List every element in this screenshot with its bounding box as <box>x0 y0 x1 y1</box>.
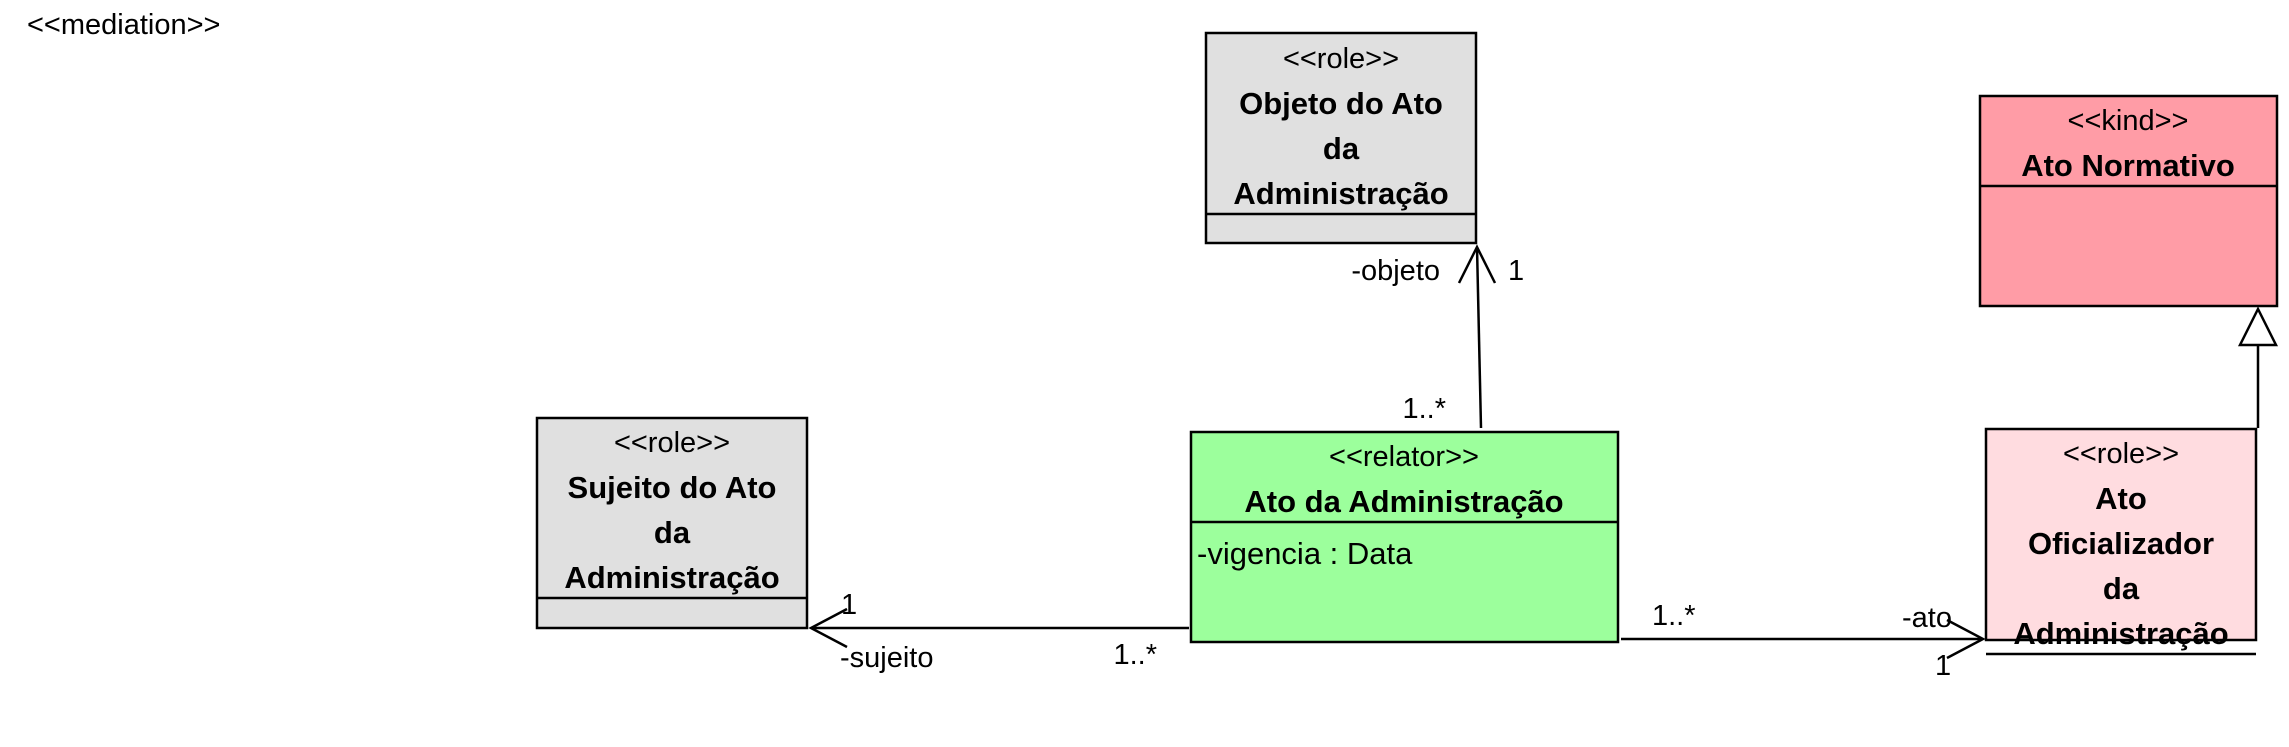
class-box <box>535 416 809 630</box>
class-objeto-do-ato[interactable]: <<role>> Objeto do Ato da Administração <box>1204 31 1478 245</box>
role-label: -sujeito <box>840 642 934 674</box>
multiplicity-source: 1..* <box>1113 639 1157 671</box>
multiplicity-source: 1..* <box>1402 393 1446 425</box>
arrow-head-icon <box>1946 618 1986 660</box>
multiplicity-source: 1..* <box>1652 600 1696 632</box>
class-ato-normativo[interactable]: <<kind>> Ato Normativo <box>1978 94 2279 308</box>
class-box <box>1984 427 2258 642</box>
association-line <box>1475 246 1483 429</box>
association-sujeito[interactable]: 1 -sujeito 1..* <box>808 589 1189 674</box>
association-objeto[interactable]: -objeto 1 1..* <box>1351 244 1524 429</box>
class-ato-oficializador[interactable]: <<role>> Ato Oficializador da Administra… <box>1984 427 2258 656</box>
attribute-vigencia: -vigencia : Data <box>1197 536 1413 571</box>
class-name-line: Oficializador <box>2028 526 2214 561</box>
class-box <box>1978 94 2279 308</box>
class-name-line: Ato Normativo <box>2021 148 2235 183</box>
arrow-head-icon <box>1457 244 1497 284</box>
multiplicity-target: 1 <box>1508 255 1524 287</box>
stereotype-label: <<role>> <box>614 427 730 459</box>
class-name-line: Sujeito do Ato <box>568 470 777 505</box>
role-label: -objeto <box>1351 255 1440 287</box>
generalization-oficializador-normativo[interactable] <box>2237 306 2279 428</box>
class-ato-da-administracao[interactable]: <<relator>> Ato da Administração -vigenc… <box>1189 430 1620 644</box>
stereotype-label: <<role>> <box>2063 438 2179 470</box>
role-label: -ato <box>1902 602 1952 634</box>
class-name-line: Objeto do Ato <box>1239 86 1443 121</box>
class-name-line: da <box>2103 571 2140 606</box>
class-name-line: Ato da Administração <box>1244 484 1563 519</box>
class-name-line: Administração <box>564 560 779 595</box>
class-box <box>1189 430 1620 644</box>
hollow-triangle-icon <box>2237 306 2279 347</box>
class-name-line: da <box>654 515 691 550</box>
class-name-line: Administração <box>1233 176 1448 211</box>
class-box <box>1204 31 1478 245</box>
class-name-line: da <box>1323 131 1360 166</box>
class-name-line: Ato <box>2095 481 2147 516</box>
multiplicity-target: 1 <box>841 589 857 621</box>
stereotype-label: <<relator>> <box>1329 441 1479 473</box>
multiplicity-target: 1 <box>1935 650 1951 682</box>
arrow-head-icon <box>808 607 848 649</box>
association-ato[interactable]: 1..* -ato 1 <box>1621 600 1986 682</box>
stereotype-label: <<kind>> <box>2068 105 2189 137</box>
class-sujeito-do-ato[interactable]: <<role>> Sujeito do Ato da Administração <box>535 416 809 630</box>
diagram-title: <<mediation>> <box>27 9 220 41</box>
stereotype-label: <<role>> <box>1283 43 1399 75</box>
class-name-line: Administração <box>2013 616 2228 651</box>
